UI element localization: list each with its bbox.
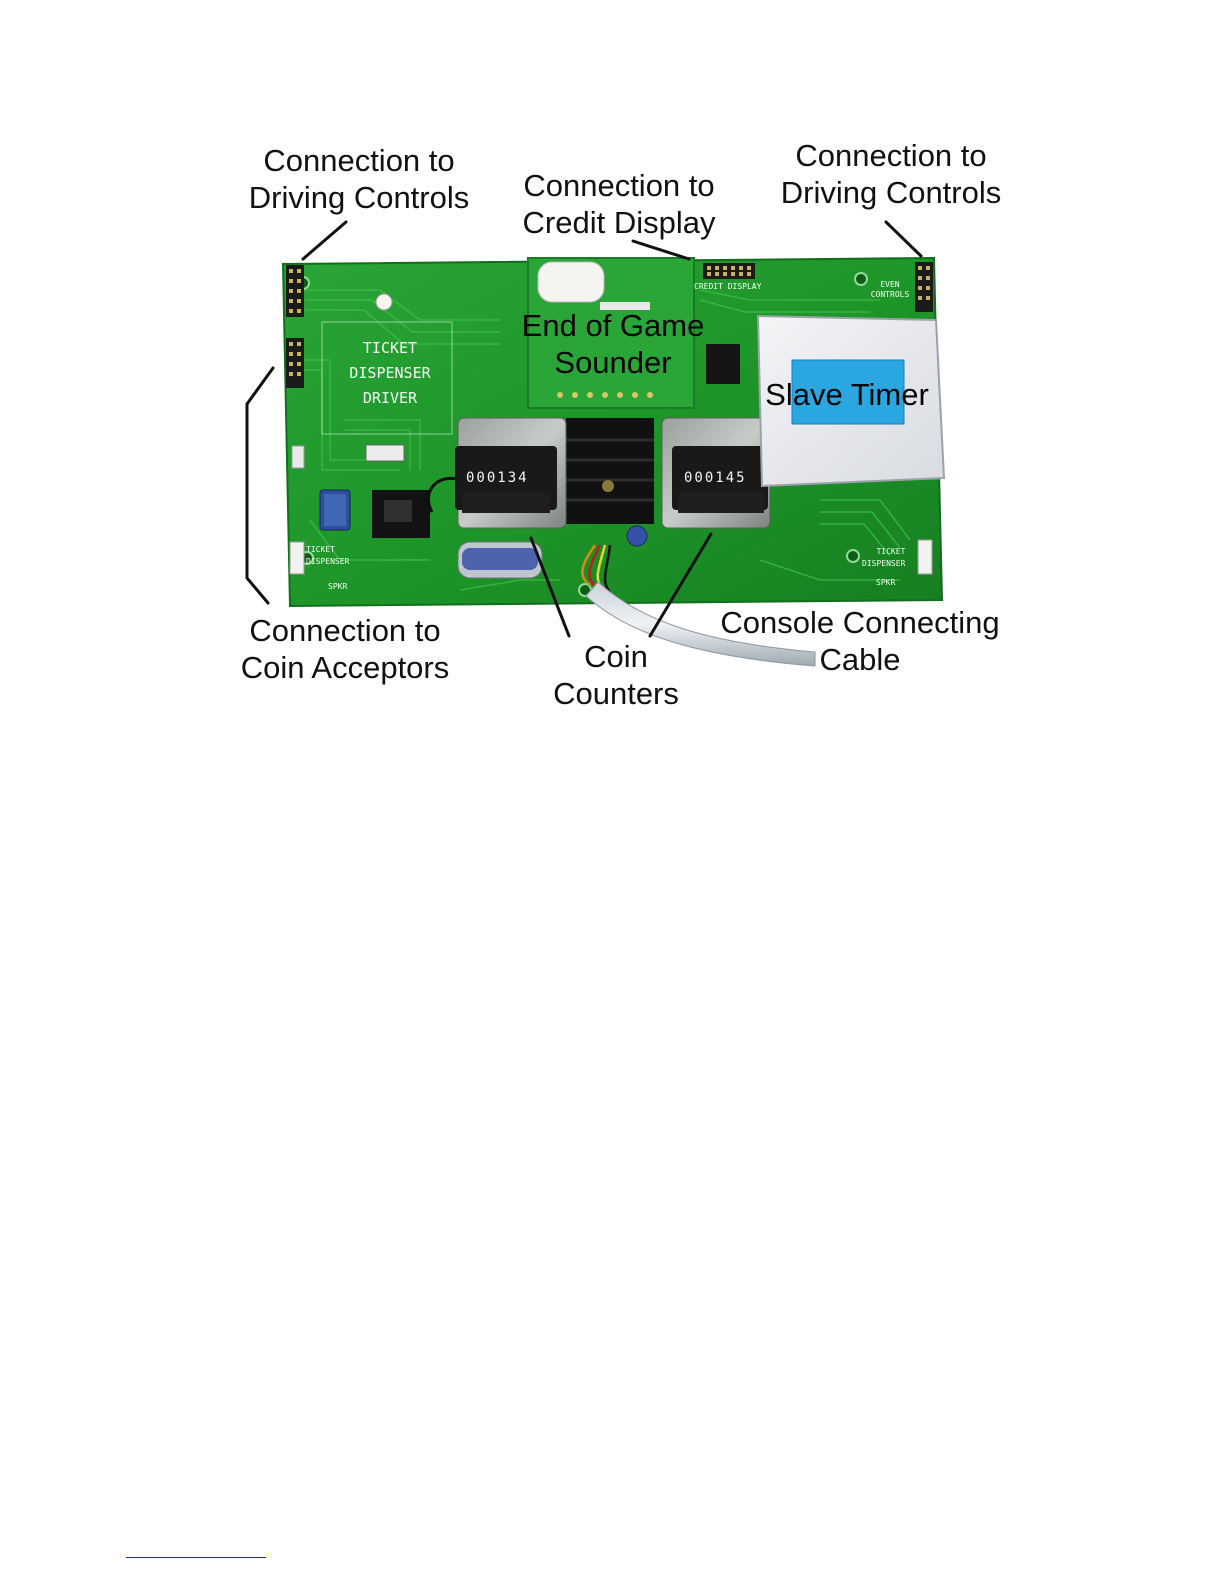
relay-socket — [365, 444, 405, 462]
header-coin-acceptors — [286, 338, 304, 388]
credit-display-silkscreen: CREDIT DISPLAY — [694, 282, 762, 291]
leader-driving-right — [884, 220, 923, 258]
leader-coin-counters-left — [529, 536, 571, 638]
callout-end-of-game-sounder: End of Game Sounder — [521, 308, 705, 380]
leader-driving-left — [301, 220, 348, 261]
even-controls-silkscreen: EVEN CONTROLS — [870, 280, 910, 299]
coin-counter-left-reading: 000134 — [466, 470, 529, 486]
sounder-label-sticker — [537, 261, 605, 303]
header-driving-left — [286, 265, 304, 317]
header-driving-right — [915, 262, 933, 312]
callout-coin-counters: Coin Counters — [553, 639, 679, 711]
small-connector — [291, 445, 305, 469]
callout-coin-acceptors: Connection to Coin Acceptors — [240, 613, 450, 685]
ticket-connector-right — [917, 539, 933, 575]
spkr-right-silkscreen: SPKR — [876, 578, 896, 587]
ticket-dispenser-right-silkscreen: TICKET DISPENSER — [862, 547, 906, 568]
callout-driving-controls-right: Connection to Driving Controls — [780, 138, 1002, 210]
leader-lines — [245, 220, 923, 638]
callout-driving-controls-left: Connection to Driving Controls — [248, 143, 470, 215]
slave-timer-label — [791, 359, 905, 425]
pcb-photo — [281, 256, 946, 667]
callout-console-cable: Console Connecting Cable — [720, 605, 1000, 677]
ticket-connector-left — [289, 541, 305, 575]
white-button — [375, 293, 393, 311]
callout-credit-display: Connection to Credit Display — [522, 168, 716, 240]
leader-coin-counters-right — [648, 532, 713, 638]
small-capacitor — [626, 525, 648, 547]
callout-slave-timer: Slave Timer — [765, 377, 929, 412]
leader-credit-display — [631, 239, 691, 261]
heat-sink — [566, 418, 654, 524]
header-credit-display — [703, 263, 755, 279]
footnote-separator — [126, 1557, 266, 1558]
ticket-driver-silkscreen: TICKET DISPENSER DRIVER — [349, 339, 431, 407]
spkr-left-silkscreen: SPKR — [328, 582, 348, 591]
ticket-dispenser-left-silkscreen: TICKET DISPENSER — [306, 545, 350, 566]
leader-coin-acceptors — [245, 366, 275, 605]
coin-counter-right-reading: 000145 — [684, 470, 747, 486]
annotated-board-figure: TICKET DISPENSER DRIVER CREDIT DISPLAY E… — [0, 0, 1225, 760]
console-cable — [585, 581, 816, 667]
